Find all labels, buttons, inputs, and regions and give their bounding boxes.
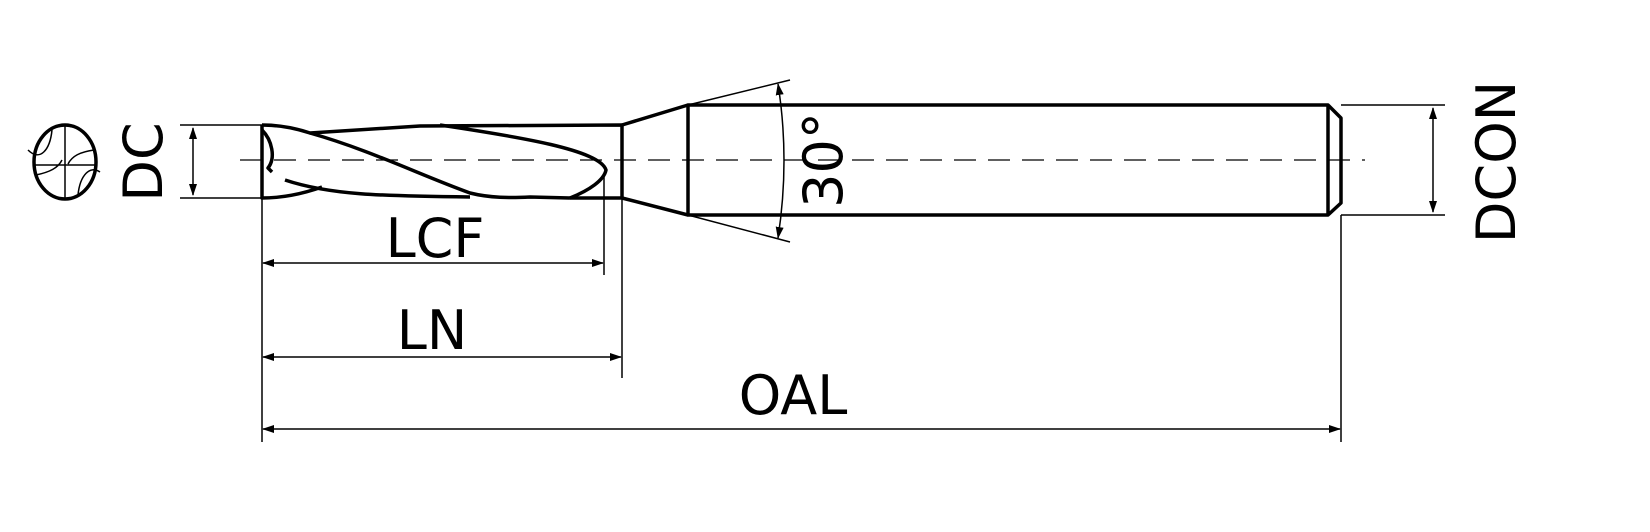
angle-label: 30°	[792, 112, 855, 208]
cutting-flutes	[260, 123, 624, 200]
oal-label: OAL	[739, 364, 848, 427]
oal-dimension: OAL	[262, 364, 1341, 433]
dc-label: DC	[112, 122, 175, 201]
lcf-label: LCF	[386, 207, 485, 270]
dc-dimension: DC	[112, 122, 262, 202]
end-view-symbol-icon	[27, 123, 101, 201]
lcf-dimension: LCF	[262, 207, 604, 270]
dcon-dimension: DCON	[1341, 81, 1528, 243]
angle-dimension: 30°	[687, 79, 855, 243]
ln-label: LN	[397, 299, 467, 362]
dcon-label: DCON	[1465, 81, 1528, 243]
neck-taper	[621, 103, 689, 217]
extension-lines	[261, 175, 1342, 442]
ln-dimension: LN	[262, 299, 622, 362]
